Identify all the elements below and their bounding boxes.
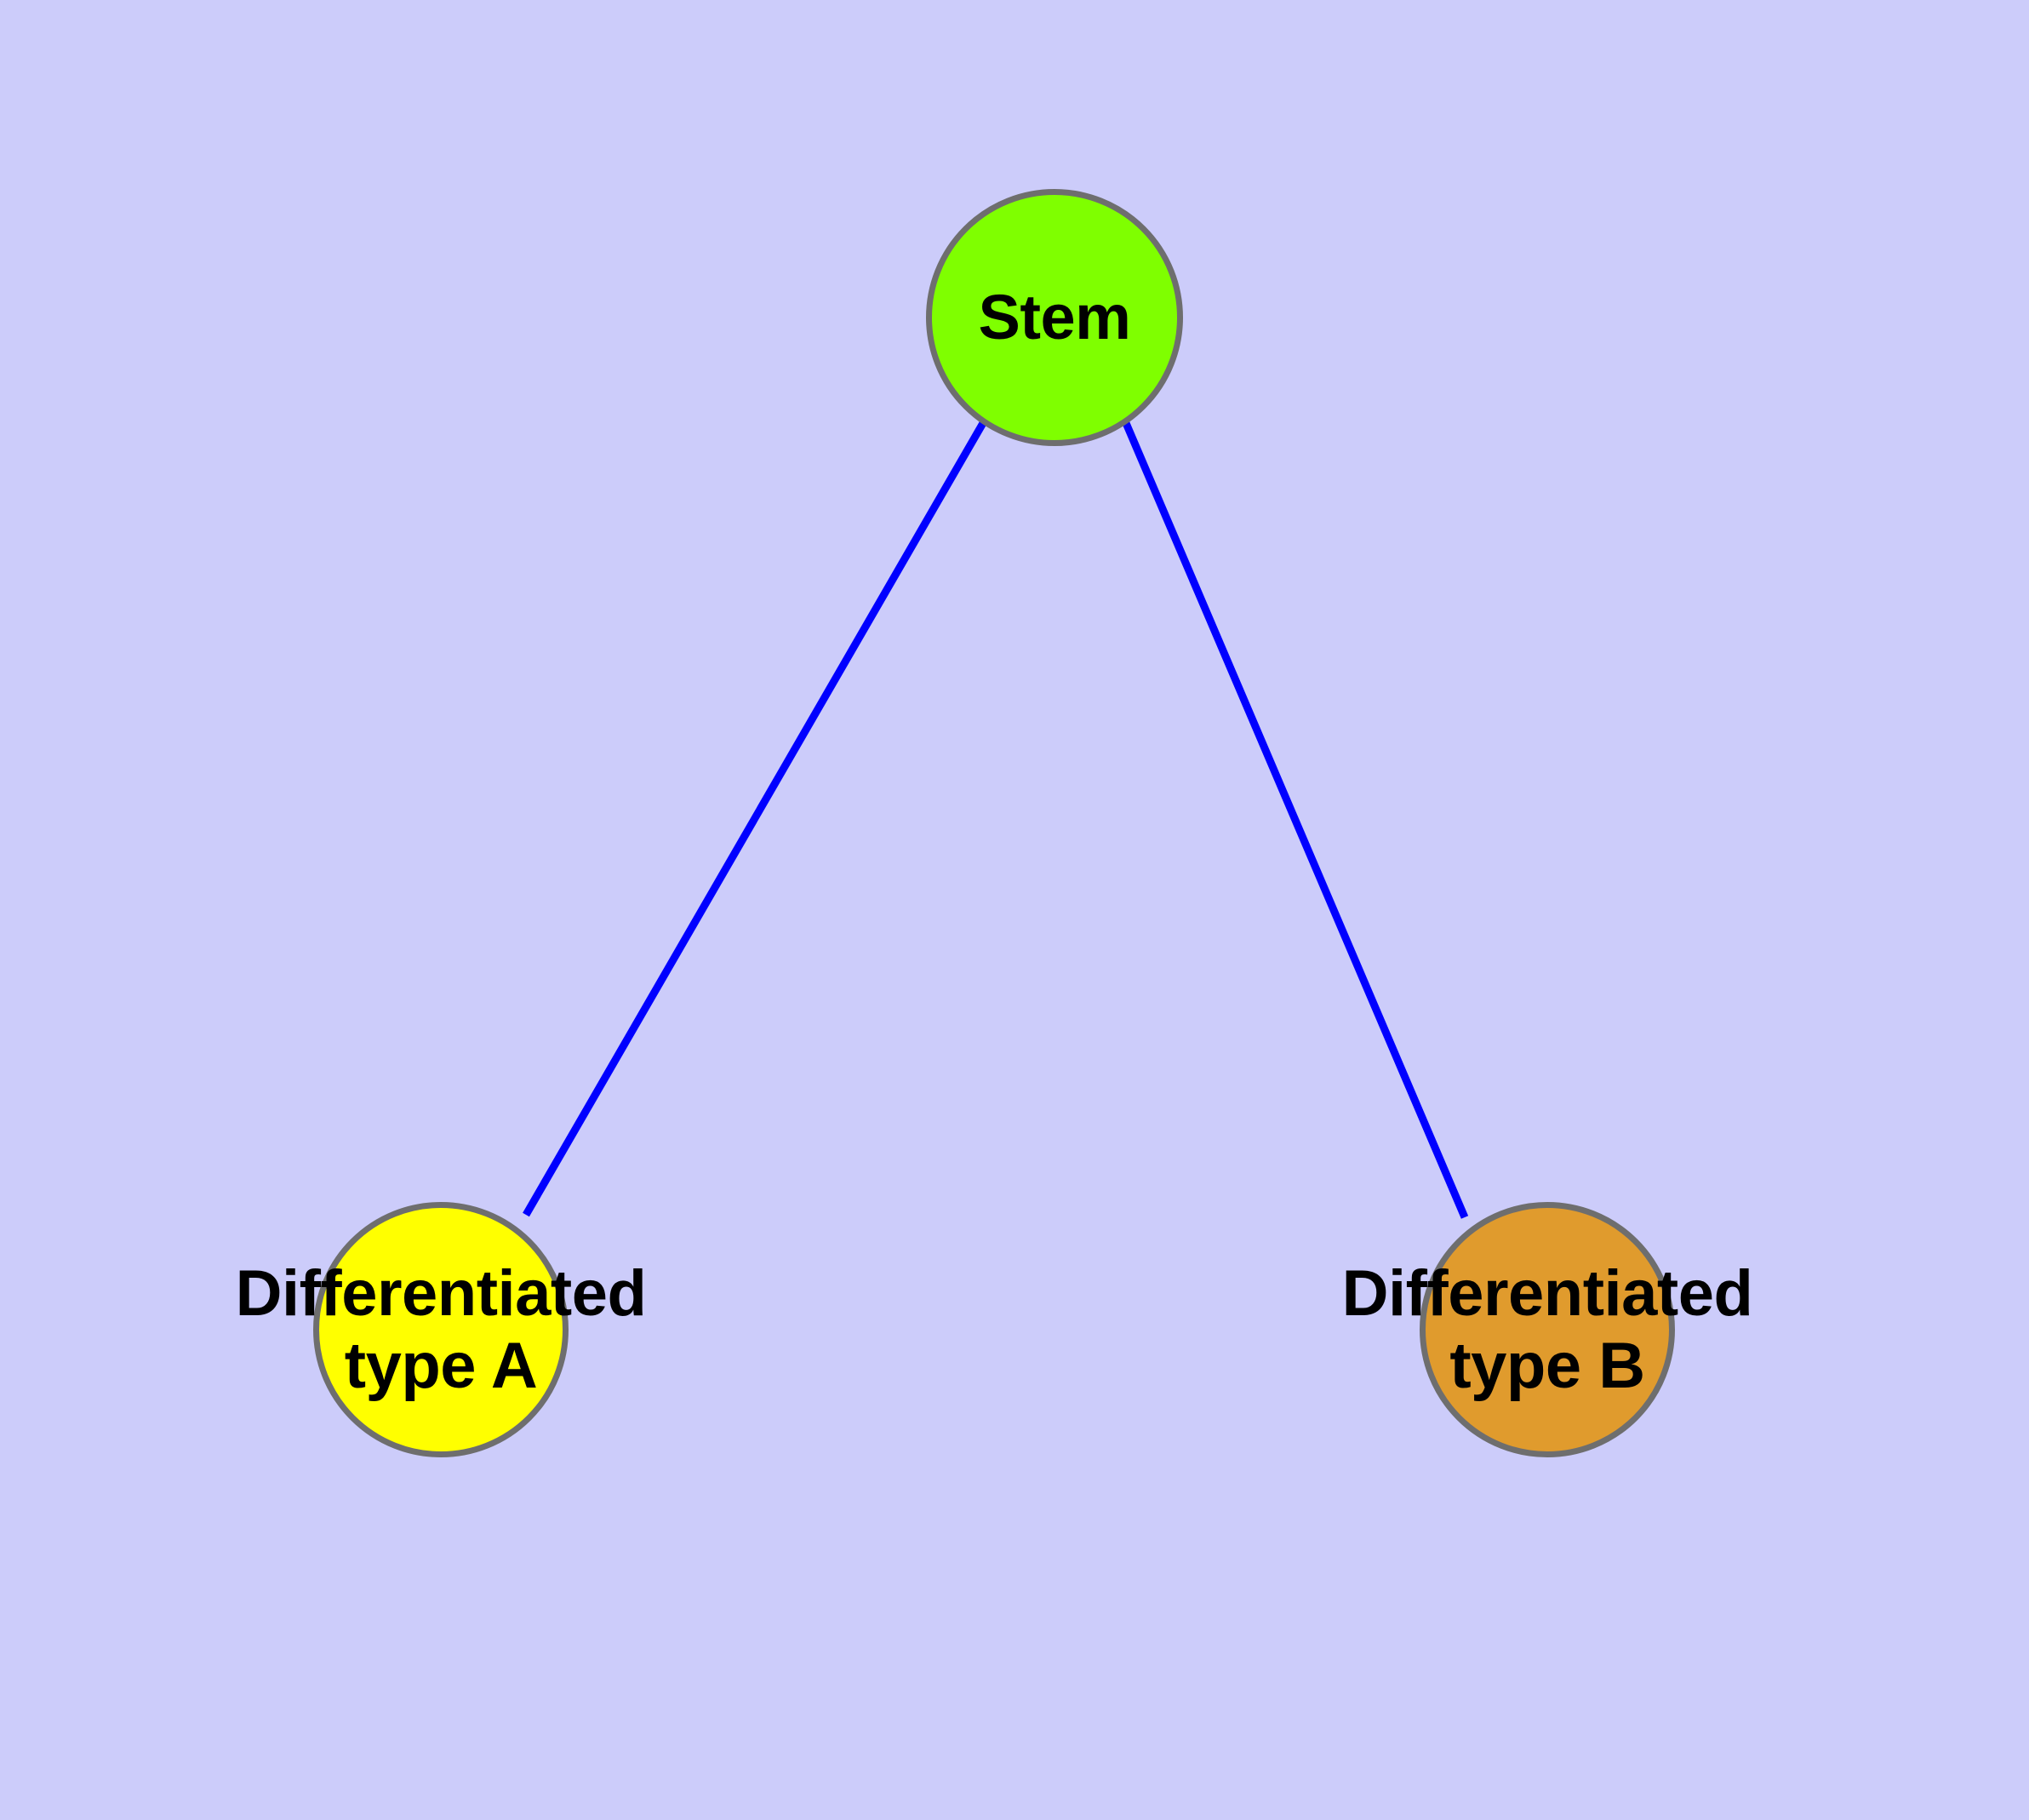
node-differentiated-type-b[interactable] [1420,1202,1675,1457]
node-stem-disc [926,189,1183,446]
node-stem[interactable] [926,189,1183,446]
node-differentiated-type-b-disc [1420,1202,1675,1457]
edge-stem-to-diff-a [523,421,986,1217]
edge-stem-to-diff-b [1122,421,1469,1219]
node-differentiated-type-a-disc [313,1202,569,1457]
node-differentiated-type-a[interactable] [313,1202,569,1457]
